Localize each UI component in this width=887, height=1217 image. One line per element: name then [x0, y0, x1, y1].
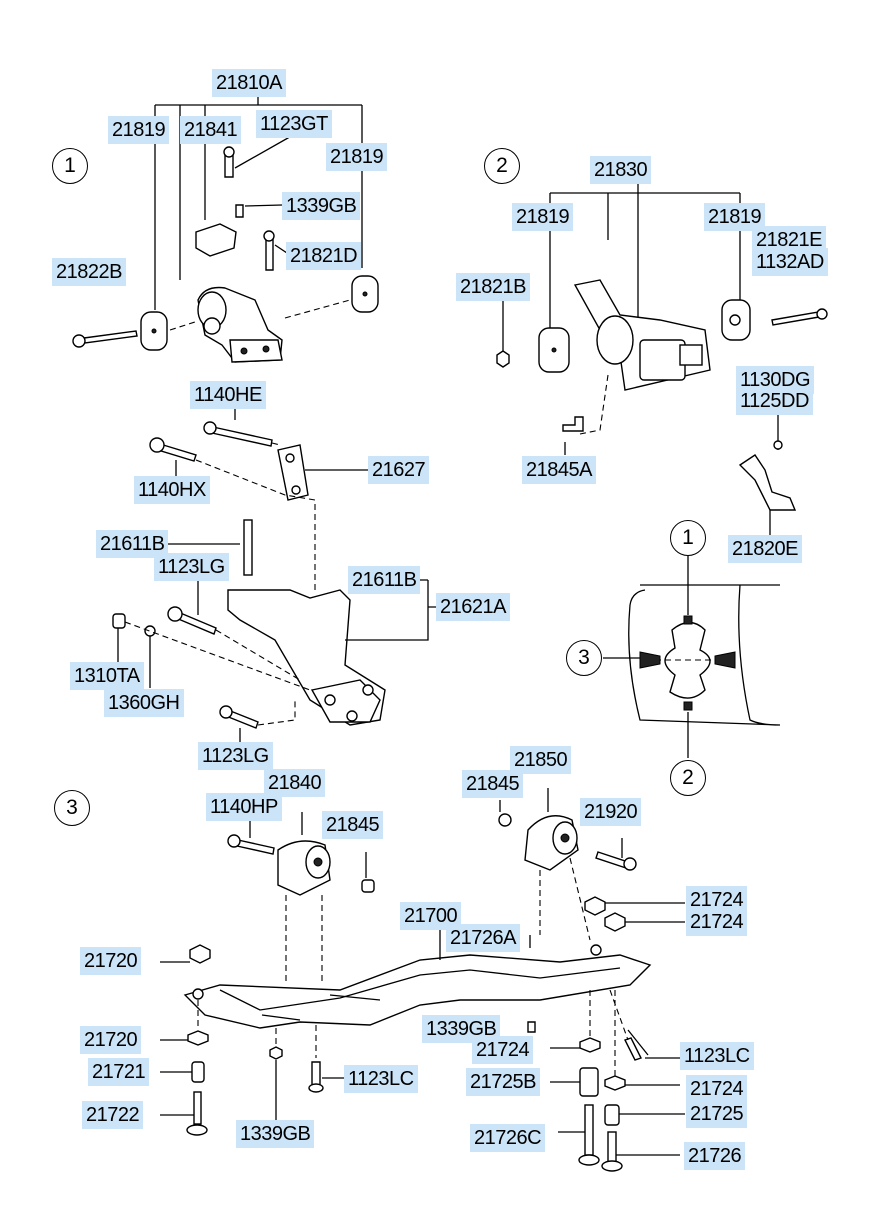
section-marker-1: 1 — [52, 148, 88, 184]
part-label-1310TA: 1310TA — [70, 662, 144, 690]
part-label-21720: 21720 — [80, 1026, 142, 1054]
part-label-21724: 21724 — [472, 1036, 534, 1064]
part-label-21845A: 21845A — [522, 456, 596, 484]
part-label-21821B: 21821B — [456, 273, 530, 301]
part-label-1125DD: 1125DD — [736, 387, 813, 415]
part-label-21819: 21819 — [512, 203, 574, 231]
part-label-21724: 21724 — [686, 1075, 748, 1103]
crossmember-assembly-3 — [160, 788, 685, 1172]
part-label-1123LG: 1123LG — [198, 742, 273, 770]
part-label-21725B: 21725B — [466, 1068, 540, 1096]
part-label-21700: 21700 — [400, 902, 462, 930]
part-label-21726C: 21726C — [470, 1124, 546, 1152]
part-label-21611B: 21611B — [96, 530, 169, 558]
mount-assembly-2 — [496, 182, 828, 535]
mount-assembly-1 — [72, 95, 379, 363]
part-label-21810A: 21810A — [212, 69, 286, 97]
part-label-21722: 21722 — [82, 1101, 144, 1129]
part-label-1123LC: 1123LC — [680, 1042, 754, 1070]
part-label-21920: 21920 — [580, 798, 642, 826]
part-label-21830: 21830 — [590, 156, 652, 184]
part-label-21820E: 21820E — [728, 535, 802, 563]
part-label-21724: 21724 — [686, 908, 748, 936]
mount-assembly-middle — [112, 405, 440, 742]
part-label-1123LC: 1123LC — [344, 1065, 418, 1093]
part-label-21627: 21627 — [368, 456, 430, 484]
section-marker-3: 3 — [54, 790, 90, 826]
key-marker-3: 3 — [566, 640, 602, 676]
part-label-21725: 21725 — [686, 1100, 748, 1128]
part-label-21721: 21721 — [88, 1058, 150, 1086]
part-label-21845: 21845 — [462, 770, 524, 798]
section-marker-2: 2 — [484, 148, 520, 184]
part-label-1140HX: 1140HX — [134, 476, 210, 504]
key-marker-2: 2 — [670, 760, 706, 796]
part-label-21819: 21819 — [108, 116, 170, 144]
part-label-1339GB: 1339GB — [282, 192, 361, 220]
part-label-21621A: 21621A — [436, 593, 510, 621]
part-label-21822B: 21822B — [52, 258, 126, 286]
part-label-1360GH: 1360GH — [104, 689, 184, 717]
part-label-21611B: 21611B — [348, 566, 421, 594]
part-label-21850: 21850 — [510, 746, 572, 774]
part-label-1123GT: 1123GT — [256, 110, 332, 138]
part-label-1123LG: 1123LG — [154, 553, 229, 581]
part-label-21821D: 21821D — [286, 242, 362, 270]
part-label-1140HE: 1140HE — [190, 381, 266, 409]
part-label-21840: 21840 — [264, 769, 326, 797]
part-label-21845: 21845 — [322, 811, 384, 839]
part-label-21726A: 21726A — [446, 924, 520, 952]
key-marker-1: 1 — [670, 520, 706, 556]
part-label-1140HP: 1140HP — [206, 793, 282, 821]
vehicle-location-key — [603, 555, 781, 758]
part-label-21726: 21726 — [684, 1142, 746, 1170]
part-label-1132AD: 1132AD — [752, 248, 828, 276]
part-label-1339GB: 1339GB — [236, 1120, 315, 1148]
part-label-21819: 21819 — [326, 143, 388, 171]
part-label-21841: 21841 — [180, 116, 242, 144]
part-label-21720: 21720 — [80, 947, 142, 975]
